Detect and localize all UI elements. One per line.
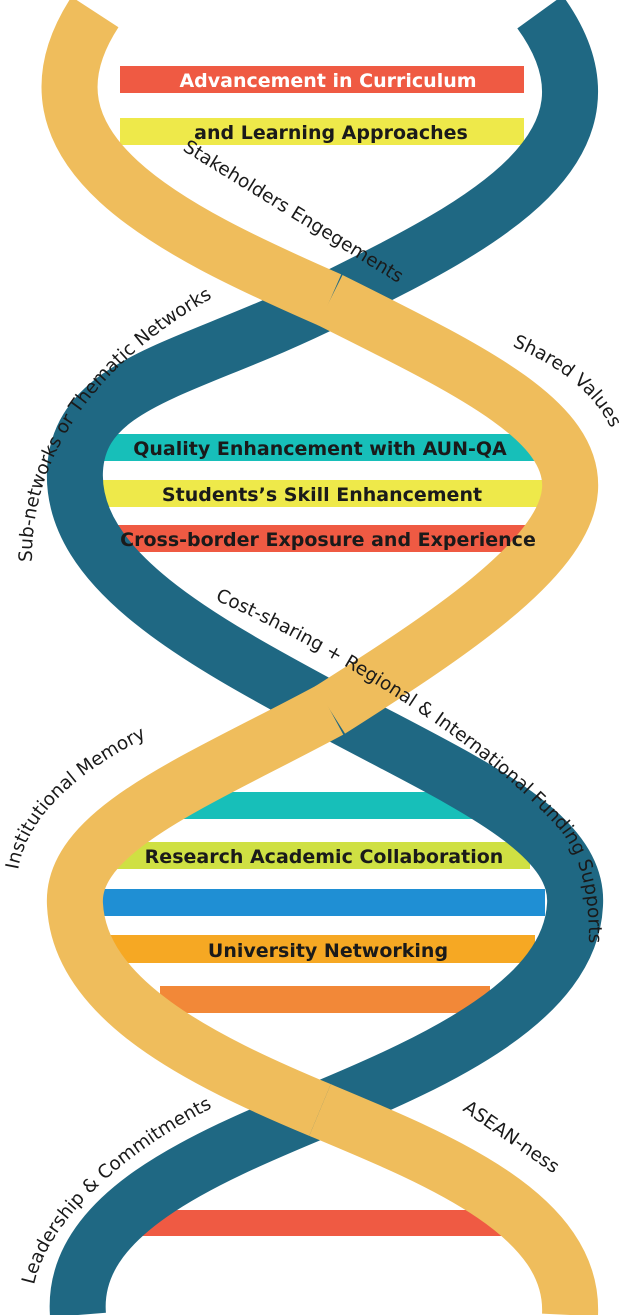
rung-labels: Advancement in Curriculum and Learning A… — [120, 70, 536, 962]
rung-label-3: Quality Enhancement with AUN-QA — [133, 438, 507, 460]
rung-label-4: Students’s Skill Enhancement — [162, 484, 482, 506]
rung-label-5: Cross-border Exposure and Experience — [120, 529, 536, 551]
rung-bar-10 — [160, 986, 490, 1013]
helix-strands — [41, 0, 604, 1315]
rung-label-9: University Networking — [208, 940, 448, 962]
rung-label-2: and Learning Approaches — [194, 122, 468, 144]
rung-bar-5 — [100, 525, 545, 552]
rung-bar-1 — [120, 66, 524, 93]
rung-label-7: Research Academic Collaboration — [145, 846, 504, 868]
rung-bar-7 — [110, 842, 530, 869]
rung-bar-9 — [105, 935, 535, 963]
gold-strand-segment-bottom — [309, 1084, 599, 1315]
rung-bar-3 — [100, 434, 537, 461]
rung-label-1: Advancement in Curriculum — [179, 70, 476, 92]
rung-bar-8 — [100, 889, 545, 916]
rung-bar-4 — [98, 480, 546, 507]
rung-bar-2 — [120, 118, 524, 145]
gold-strand-back-segment — [314, 274, 599, 734]
gold-strand-segment-top — [41, 0, 342, 326]
gold-strand-segment-middle — [46, 685, 344, 1136]
rung-bar-11 — [130, 1210, 510, 1236]
rung-bars — [98, 66, 546, 1236]
